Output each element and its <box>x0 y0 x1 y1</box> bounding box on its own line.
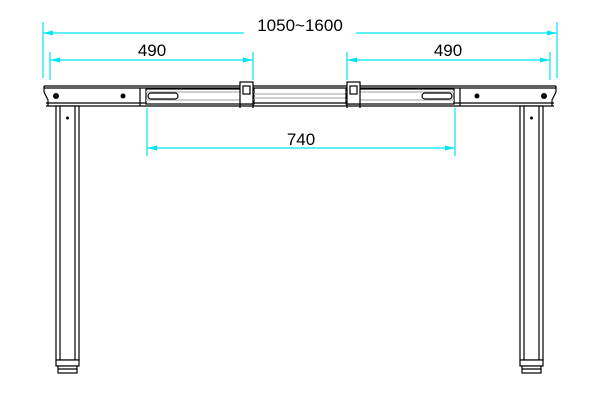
dim-inner-arrow-right <box>445 145 455 151</box>
dim-right-arrow-left <box>347 57 357 63</box>
right-extension-rail <box>345 88 455 105</box>
dim-overall-arrow-left <box>43 30 53 36</box>
dim-right-arrow-right <box>540 57 550 63</box>
right-lock-clip <box>346 81 361 108</box>
hole-right-inner <box>474 93 480 99</box>
dim-overall-label-bg <box>244 16 356 34</box>
dim-left-label: 490 <box>138 41 166 60</box>
hole-left-inner <box>120 93 126 99</box>
left-leg <box>55 105 80 374</box>
left-lock-clip <box>239 81 254 108</box>
hole-right-outer <box>541 93 547 99</box>
dim-overall-arrow-right <box>547 30 557 36</box>
dim-left-arrow-left <box>50 57 60 63</box>
dim-inner-label: 740 <box>287 130 315 149</box>
hole-left-outer <box>53 93 59 99</box>
frame <box>43 81 557 374</box>
dim-inner-arrow-left <box>147 145 157 151</box>
right-leg <box>519 105 544 374</box>
dim-overall-label: 1050~1600 <box>257 16 343 35</box>
left-extension-rail <box>145 88 346 105</box>
top-crossbar <box>43 85 557 107</box>
dim-right-label: 490 <box>434 41 462 60</box>
dim-left-arrow-right <box>243 57 253 63</box>
